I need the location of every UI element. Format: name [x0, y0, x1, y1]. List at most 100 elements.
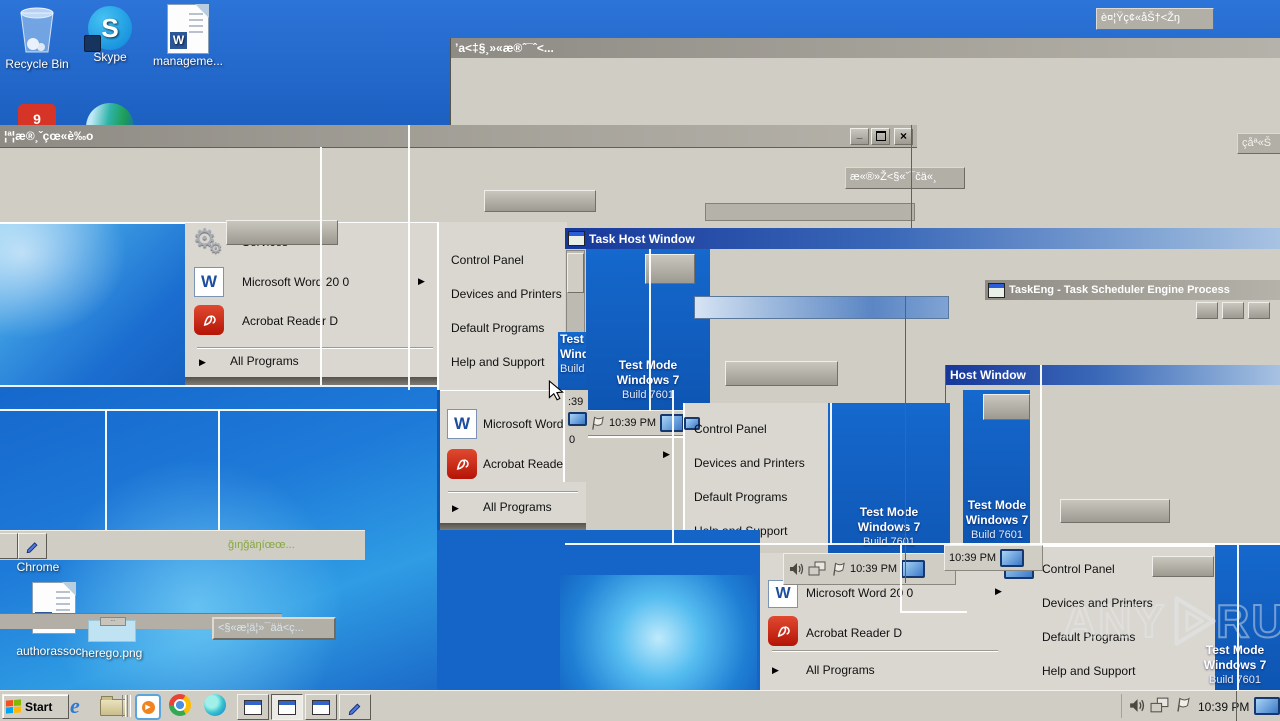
- pencil-button[interactable]: [18, 533, 47, 559]
- start-menu-1: ⚙ ⚙ Services W Microsoft Word 20 0 ▶ Acr…: [185, 220, 445, 386]
- menu-item-devices-printers[interactable]: Devices and Printers: [694, 456, 805, 470]
- glitch-line: [900, 545, 902, 613]
- maximize-button[interactable]: [871, 127, 890, 145]
- flag-icon[interactable]: [1175, 696, 1191, 716]
- desktop-icon-label: manageme...: [152, 54, 224, 68]
- glitch-band: ğıŋğäŋíœœ...: [0, 530, 365, 560]
- glitch-line: [1237, 545, 1239, 690]
- menu-item-word[interactable]: Microsoft Word 20 0: [806, 586, 914, 600]
- start-menu-1-right-panel: Control Panel Devices and Printers Defau…: [437, 222, 567, 390]
- word-icon: W: [447, 409, 477, 439]
- task-host-titlebar[interactable]: Task Host Window: [565, 228, 1280, 249]
- flag-icon: [833, 562, 845, 576]
- scrollbar[interactable]: [566, 250, 585, 336]
- windows-flag-icon: [6, 698, 21, 714]
- taskbar-app-button-2[interactable]: [271, 694, 303, 720]
- glitch-tooltip-bottom: ˂§«æ¦ä¦»¯ää˂ç...: [212, 617, 336, 640]
- maximize-glyph: [875, 131, 886, 141]
- menu-item-all-programs[interactable]: All Programs: [806, 663, 875, 677]
- menu-item-default-programs[interactable]: Default Programs: [451, 321, 545, 335]
- glitch-line: [565, 543, 1280, 545]
- grey-button-fragment: [1196, 302, 1218, 319]
- submenu-arrow-icon: ▶: [418, 276, 425, 286]
- wallpaper-seam: [105, 410, 107, 530]
- glitch-button-top-right[interactable]: è¤¦Ÿç¢«åŠ†˂Žŋ: [1096, 8, 1214, 30]
- clock: 10:39 PM: [850, 563, 898, 575]
- glitch-line: [911, 125, 912, 228]
- speaker-icon[interactable]: [1128, 697, 1145, 717]
- host-window-titlebar[interactable]: Host Window: [946, 365, 1280, 385]
- desktop-icon-chrome-label[interactable]: Chrome: [16, 560, 60, 574]
- menu-item-acrobat[interactable]: Acrobat Reader: [483, 457, 568, 471]
- menu-item-control-panel[interactable]: Control Panel: [1042, 562, 1115, 576]
- glitch-button-partial[interactable]: [0, 533, 18, 559]
- chrome-partial-icon[interactable]: [86, 103, 134, 126]
- ie-icon[interactable]: e: [70, 693, 80, 718]
- monitor-icon: [1000, 549, 1025, 567]
- start-menu-2: W Microsoft Word Acrobat Reader ▶ All Pr…: [440, 390, 586, 531]
- desktop-icon-herego[interactable]: herego.png: [72, 646, 152, 660]
- close-button[interactable]: ×: [894, 127, 913, 145]
- window-b-titlebar[interactable]: ¦ª¦æ®¸ˇçœ«è‰o _ ×: [0, 125, 917, 148]
- menu-item-control-panel[interactable]: Control Panel: [451, 253, 524, 267]
- desktop-icon-recycle-bin[interactable]: Recycle Bin: [0, 6, 74, 71]
- window-garbled-b: ¦ª¦æ®¸ˇçœ«è‰o _ ×: [0, 125, 1280, 230]
- menu-item-default-programs[interactable]: Default Programs: [1042, 630, 1136, 644]
- taskbar-clock[interactable]: 10:39 PM: [1198, 700, 1250, 714]
- menu-item-help-support[interactable]: Help and Support: [451, 355, 545, 369]
- window-a-titlebar[interactable]: ʼa˂‡§¸»«æ®ˆ¯ˆ˂...: [451, 38, 1280, 58]
- herego-thumbnail[interactable]: ...: [88, 617, 136, 642]
- window-icon: [988, 282, 1005, 298]
- desktop-icon-skype[interactable]: S Skype: [74, 6, 146, 64]
- gear-icon: ⚙: [193, 223, 217, 253]
- taskeng-titlebar[interactable]: TaskEng - Task Scheduler Engine Process: [985, 280, 1280, 300]
- glitch-pill: [226, 220, 338, 245]
- minimize-button[interactable]: _: [850, 127, 869, 145]
- monitor-icon: [568, 412, 587, 426]
- menu-separator: [772, 650, 998, 652]
- menu-item-devices-printers[interactable]: Devices and Printers: [1042, 596, 1153, 610]
- taskbar-pencil-button[interactable]: [339, 694, 371, 720]
- grey-glitch-band-2: [0, 613, 282, 629]
- progress-box-fragment: [1060, 499, 1170, 523]
- taskbar-app-button-1[interactable]: [237, 694, 269, 720]
- menu-item-word[interactable]: Microsoft Word: [483, 417, 564, 431]
- flag-icon: [592, 416, 604, 430]
- taskbar-app-button-3[interactable]: [305, 694, 337, 720]
- glitch-tooltip-right-edge: çåª«Š: [1237, 133, 1280, 154]
- grey-button-fragment: [1152, 556, 1214, 577]
- menu-separator: [448, 491, 578, 493]
- mouse-cursor-icon: [548, 380, 564, 401]
- red-badge-icon[interactable]: 9: [18, 104, 56, 126]
- glitch-line: [565, 436, 693, 438]
- tray-separator: [1121, 694, 1122, 718]
- monitor-icon: [901, 560, 926, 578]
- desktop-icon-manageme[interactable]: W manageme...: [146, 4, 230, 68]
- menu-item-control-panel[interactable]: Control Panel: [694, 422, 767, 436]
- menu-item-default-programs[interactable]: Default Programs: [694, 490, 788, 504]
- menu-item-acrobat[interactable]: Acrobat Reader D: [242, 314, 339, 328]
- show-desktop-monitor-icon[interactable]: [1254, 697, 1280, 715]
- menu-item-help-support[interactable]: Help and Support: [1042, 664, 1136, 678]
- taskbar-separator: [127, 695, 131, 717]
- scrollbar-thumb[interactable]: [567, 253, 584, 293]
- start-button[interactable]: Start: [2, 694, 69, 719]
- wmp-icon[interactable]: ▶: [135, 694, 161, 720]
- pencil-icon: [26, 542, 38, 554]
- skype-sub-icon: [84, 35, 101, 52]
- desktop-icon-label: Skype: [93, 50, 127, 64]
- submenu-arrow-icon: ▶: [663, 449, 670, 459]
- word-doc-icon: W: [167, 4, 209, 54]
- grey-button-fragment: [1248, 302, 1270, 319]
- chrome-icon[interactable]: [169, 694, 191, 716]
- menu-item-all-programs[interactable]: All Programs: [230, 354, 299, 368]
- menu-item-devices-printers[interactable]: Devices and Printers: [451, 287, 562, 301]
- menu-item-all-programs[interactable]: All Programs: [483, 500, 552, 514]
- folder-icon[interactable]: [100, 696, 126, 716]
- network-icon[interactable]: [1150, 697, 1170, 717]
- menu-item-acrobat[interactable]: Acrobat Reader D: [806, 626, 903, 640]
- grey-button-fragment: [983, 394, 1030, 420]
- edge-icon[interactable]: [204, 694, 226, 716]
- menu-item-word[interactable]: Microsoft Word 20 0: [242, 275, 350, 289]
